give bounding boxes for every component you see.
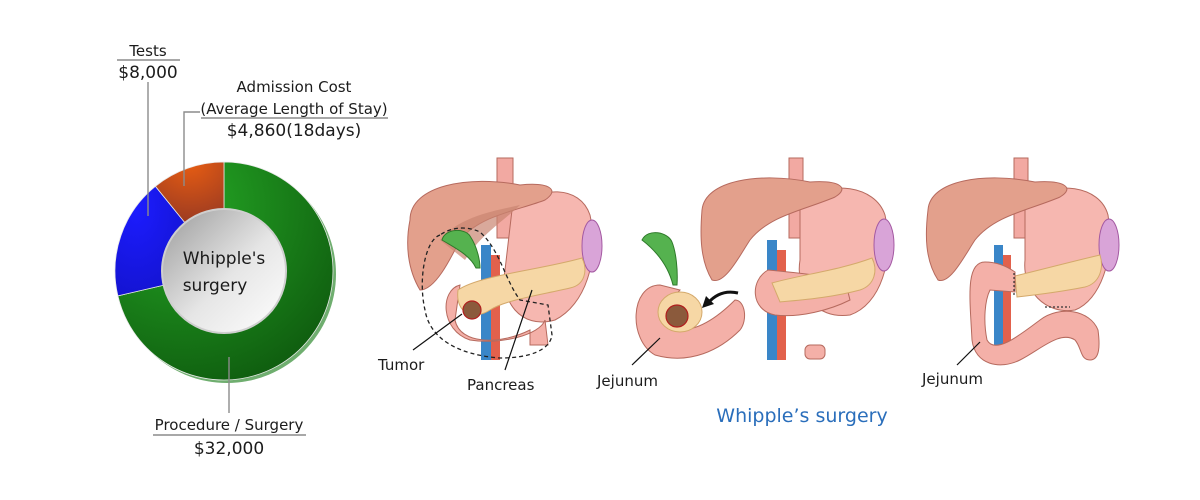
liver-3 bbox=[925, 177, 1068, 281]
donut-center-disc bbox=[161, 208, 287, 334]
vena-cava-3 bbox=[994, 245, 1003, 350]
gallbladder bbox=[441, 230, 481, 269]
duodenum bbox=[445, 284, 549, 346]
resection-boundary bbox=[421, 227, 553, 359]
pancreas-label: Pancreas bbox=[467, 376, 535, 394]
jejunum-arrow-2 bbox=[631, 337, 661, 366]
admission-value: $4,860(18days) bbox=[227, 121, 362, 141]
pancreas-arrow bbox=[504, 289, 533, 371]
admission-label-line2: (Average Length of Stay) bbox=[200, 100, 387, 118]
pancreas-tail-2 bbox=[771, 257, 876, 303]
cost-donut-chart: Whipple's surgery bbox=[114, 161, 336, 383]
jejunum-label-2: Jejunum bbox=[596, 372, 658, 390]
spleen bbox=[581, 219, 603, 273]
admission-leader-line bbox=[183, 111, 200, 186]
admission-label-line1: Admission Cost bbox=[237, 78, 352, 96]
tests-value: $8,000 bbox=[118, 63, 177, 83]
spleen-2 bbox=[873, 218, 895, 272]
jejunal-loop bbox=[969, 261, 1100, 366]
anastomosis-sutures bbox=[1013, 273, 1070, 308]
anatomy-panel-reconstruction: Jejunum bbox=[921, 157, 1120, 388]
tumor bbox=[462, 300, 482, 320]
pancreas bbox=[457, 257, 586, 316]
resected-gallbladder bbox=[641, 232, 678, 286]
stomach bbox=[503, 191, 594, 323]
removal-arrowhead bbox=[702, 296, 714, 308]
bile-duct-stump bbox=[804, 344, 826, 360]
center-label-line1: Whipple's bbox=[183, 249, 266, 269]
tumor-arrow bbox=[412, 313, 463, 351]
resected-tumor bbox=[665, 304, 689, 328]
liver-2 bbox=[700, 177, 843, 281]
spleen-3 bbox=[1098, 218, 1120, 272]
anatomy-panel-resection: Jejunum bbox=[596, 157, 895, 390]
aorta-3 bbox=[1003, 255, 1011, 350]
jejunum-arrow-3 bbox=[956, 341, 981, 366]
procedure-label: Procedure / Surgery bbox=[155, 416, 304, 434]
tests-label: Tests bbox=[128, 42, 167, 60]
tumor-label: Tumor bbox=[377, 356, 425, 374]
center-label-line2: surgery bbox=[183, 276, 248, 296]
pancreas-3 bbox=[1014, 254, 1102, 298]
illustration-caption: Whipple’s surgery bbox=[716, 405, 887, 427]
procedure-value: $32,000 bbox=[194, 439, 264, 459]
anatomy-panel-before: Tumor Pancreas bbox=[377, 157, 603, 394]
jejunum-label-3: Jejunum bbox=[921, 370, 983, 388]
